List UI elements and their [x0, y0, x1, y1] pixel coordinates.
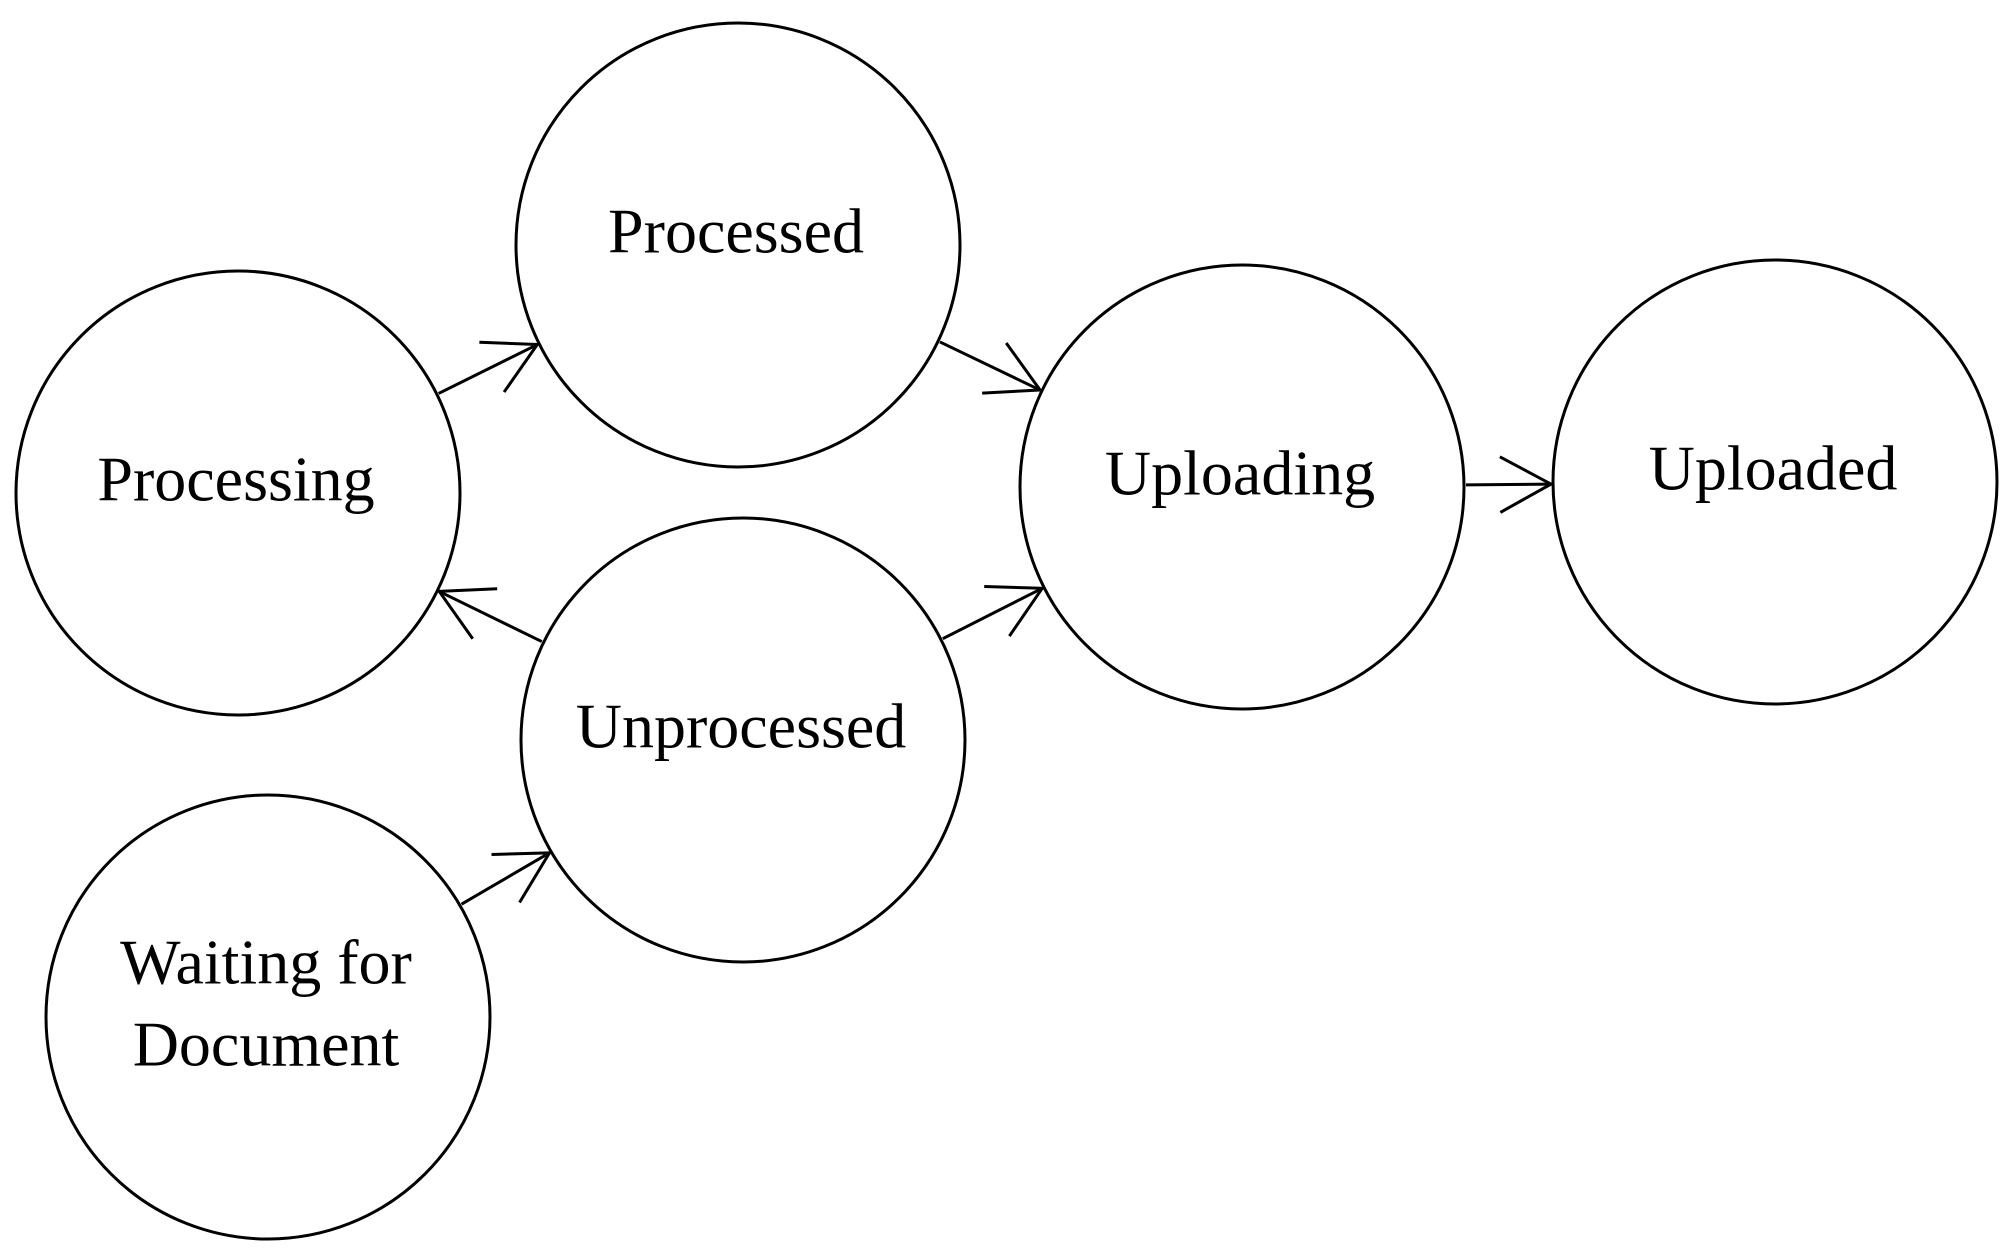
state-circle-unprocessed	[519, 516, 967, 964]
transition-arrow-uploading-to-uploaded	[1465, 455, 1555, 514]
transition-arrow-processing-to-processed	[438, 340, 541, 395]
transition-line	[438, 590, 543, 643]
transition-arrow-unprocessed-to-uploading	[942, 585, 1046, 641]
state-circle-uploading	[1018, 263, 1466, 711]
arrowhead-icon	[1499, 455, 1555, 514]
state-node-processing: Processing	[14, 269, 462, 717]
state-label-unprocessed: Unprocessed	[576, 691, 907, 762]
edges-layer	[436, 340, 1555, 906]
transition-arrow-unprocessed-to-processing	[436, 587, 543, 643]
state-circle-uploaded	[1551, 258, 1999, 706]
transition-line	[1465, 482, 1552, 487]
transition-line	[460, 851, 551, 906]
transition-line	[939, 340, 1041, 392]
state-circle-waiting	[44, 793, 492, 1241]
transition-line	[438, 343, 538, 395]
state-label-processing: Processing	[97, 444, 374, 515]
state-node-processed: Processed	[514, 21, 962, 469]
arrowhead-icon	[491, 851, 553, 904]
arrowhead-icon	[436, 587, 498, 640]
state-label-uploading: Uploading	[1105, 438, 1375, 509]
state-node-unprocessed: Unprocessed	[519, 516, 967, 964]
transition-arrow-processed-to-uploading	[939, 340, 1043, 395]
state-node-uploaded: Uploaded	[1551, 258, 1999, 706]
transition-line	[942, 586, 1043, 641]
state-node-uploading: Uploading	[1018, 263, 1466, 711]
state-label-processed: Processed	[608, 196, 864, 267]
state-circle-processed	[514, 21, 962, 469]
state-label-waiting-line-1: Waiting for	[120, 927, 412, 998]
arrowhead-icon	[984, 585, 1046, 637]
transition-arrow-waiting-to-unprocessed	[460, 851, 553, 906]
arrowhead-icon	[479, 340, 541, 393]
state-circle-processing	[14, 269, 462, 717]
state-label-uploaded: Uploaded	[1649, 433, 1898, 504]
state-label-waiting-line-2: Document	[133, 1009, 400, 1080]
arrowhead-icon	[982, 342, 1043, 395]
